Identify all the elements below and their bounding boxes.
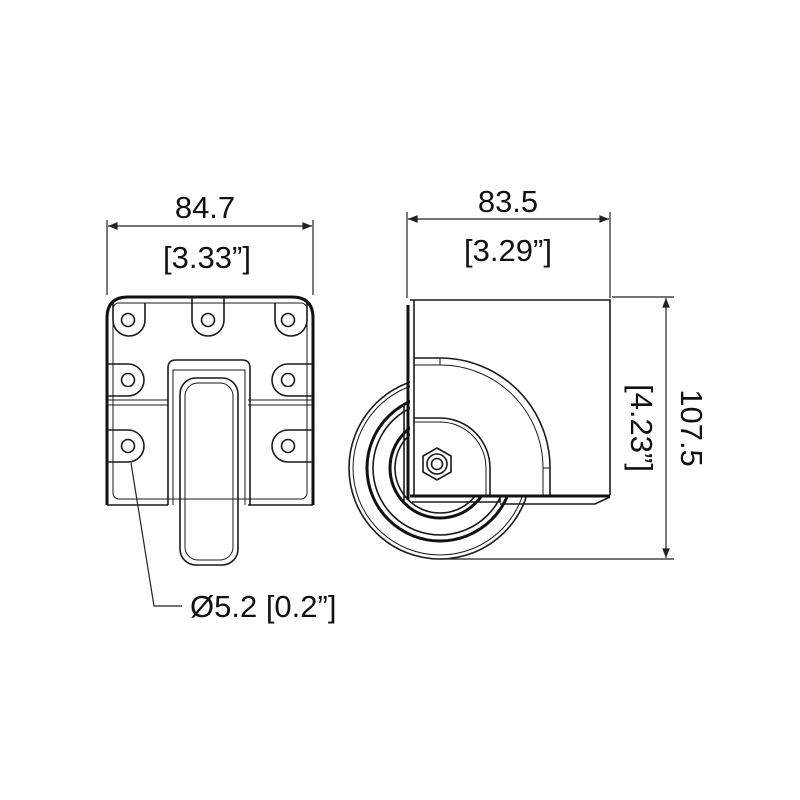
hole [120, 312, 136, 328]
hole [120, 438, 136, 454]
outer-arc [414, 357, 551, 496]
mounting-plate-outline [105, 295, 315, 505]
hole [280, 312, 296, 328]
side-width-in: [3.29”] [464, 233, 552, 268]
height-in: [4.23”] [624, 384, 659, 472]
hole [280, 438, 296, 454]
fork [167, 359, 251, 505]
inner-arc [414, 417, 491, 496]
side-width-mm: 83.5 [478, 184, 538, 219]
front-width-mm: 84.7 [175, 190, 235, 225]
bracket-outline [410, 299, 611, 495]
front-view: 84.7 [3.33”] Ø5.2 [0.2”] [105, 190, 336, 624]
mounting-holes [107, 297, 313, 463]
hole [200, 312, 216, 328]
hole-diameter-callout: Ø5.2 [0.2”] [190, 589, 336, 624]
wheel [179, 377, 239, 566]
side-view: 83.5 [3.29”] 107.5 [4.23”] [348, 184, 709, 560]
hole [120, 372, 136, 388]
hole-leader-line [130, 462, 182, 607]
front-width-in: [3.33”] [163, 240, 251, 275]
height-mm: 107.5 [674, 389, 709, 467]
hole [280, 372, 296, 388]
axle-nut [422, 447, 452, 481]
